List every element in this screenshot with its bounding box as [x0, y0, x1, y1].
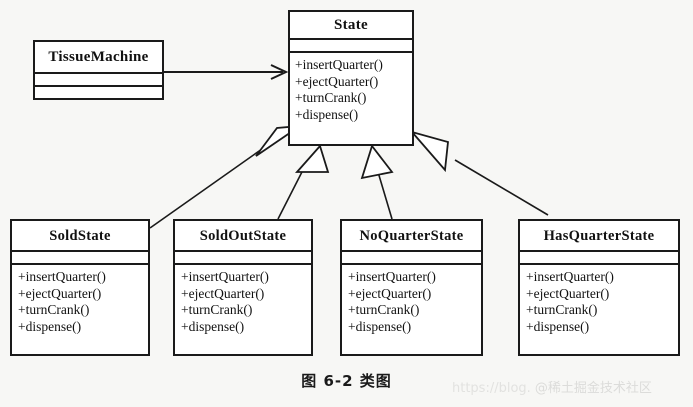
class-methods-hasquarterstate: +insertQuarter() +ejectQuarter() +turnCr… [520, 265, 678, 337]
hollow-triangle-icon [409, 130, 449, 173]
class-attributes-tissuemachine [35, 74, 162, 87]
class-methods-noquarterstate: +insertQuarter() +ejectQuarter() +turnCr… [342, 265, 481, 337]
generalization-noquarterstate-to-state [360, 144, 394, 220]
watermark-brand: @稀土掘金技术社区 [534, 381, 652, 396]
watermark-url: https://blog. [452, 381, 531, 396]
association-tissuemachine-to-state [164, 64, 289, 80]
method-item: +dispense() [348, 318, 412, 334]
method-item: +ejectQuarter() [348, 285, 432, 301]
generalization-soldoutstate-to-state [277, 144, 330, 220]
method-item: +turnCrank() [526, 302, 598, 318]
method-item: +insertQuarter() [526, 269, 614, 284]
class-methods-tissuemachine [35, 87, 162, 93]
open-arrowhead-icon [270, 64, 289, 80]
watermark: https://blog.@稀土掘金技术社区 [452, 377, 692, 396]
hollow-triangle-icon [295, 144, 330, 173]
class-attributes-noquarterstate [342, 252, 481, 265]
method-item: +insertQuarter() [18, 269, 106, 284]
class-methods-soldstate: +insertQuarter() +ejectQuarter() +turnCr… [12, 265, 148, 337]
class-box-state[interactable]: State +insertQuarter() +ejectQuarter() +… [288, 10, 414, 146]
class-name-noquarterstate: NoQuarterState [342, 221, 481, 252]
class-methods-state: +insertQuarter() +ejectQuarter() +turnCr… [290, 53, 412, 125]
class-box-noquarterstate[interactable]: NoQuarterState +insertQuarter() +ejectQu… [340, 219, 483, 356]
class-name-state: State [290, 12, 412, 40]
method-item: +turnCrank() [348, 302, 420, 318]
method-item: +ejectQuarter() [295, 73, 379, 89]
class-attributes-soldstate [12, 252, 148, 265]
class-name-hasquarterstate: HasQuarterState [520, 221, 678, 252]
method-item: +insertQuarter() [348, 269, 436, 284]
method-item: +ejectQuarter() [18, 285, 102, 301]
method-item: +dispense() [295, 106, 359, 122]
method-item: +turnCrank() [181, 302, 253, 318]
class-box-soldstate[interactable]: SoldState +insertQuarter() +ejectQuarter… [10, 219, 150, 356]
method-item: +dispense() [526, 318, 590, 334]
method-item: +dispense() [181, 318, 245, 334]
generalization-hasquarterstate-to-state [409, 130, 549, 216]
class-name-tissuemachine: TissueMachine [35, 42, 162, 74]
class-methods-soldoutstate: +insertQuarter() +ejectQuarter() +turnCr… [175, 265, 311, 337]
method-item: +turnCrank() [18, 302, 90, 318]
class-attributes-hasquarterstate [520, 252, 678, 265]
method-item: +dispense() [18, 318, 82, 334]
method-item: +insertQuarter() [295, 57, 383, 72]
class-name-soldoutstate: SoldOutState [175, 221, 311, 252]
method-item: +insertQuarter() [181, 269, 269, 284]
generalization-soldstate-to-state [149, 124, 304, 229]
figure-caption: 图 6-2 类图 [301, 372, 392, 390]
class-name-soldstate: SoldState [12, 221, 148, 252]
class-box-tissuemachine[interactable]: TissueMachine [33, 40, 164, 100]
method-item: +turnCrank() [295, 90, 367, 106]
class-box-soldoutstate[interactable]: SoldOutState +insertQuarter() +ejectQuar… [173, 219, 313, 356]
class-attributes-soldoutstate [175, 252, 311, 265]
class-box-hasquarterstate[interactable]: HasQuarterState +insertQuarter() +ejectQ… [518, 219, 680, 356]
method-item: +ejectQuarter() [526, 285, 610, 301]
hollow-triangle-icon [360, 144, 394, 180]
class-attributes-state [290, 40, 412, 53]
method-item: +ejectQuarter() [181, 285, 265, 301]
